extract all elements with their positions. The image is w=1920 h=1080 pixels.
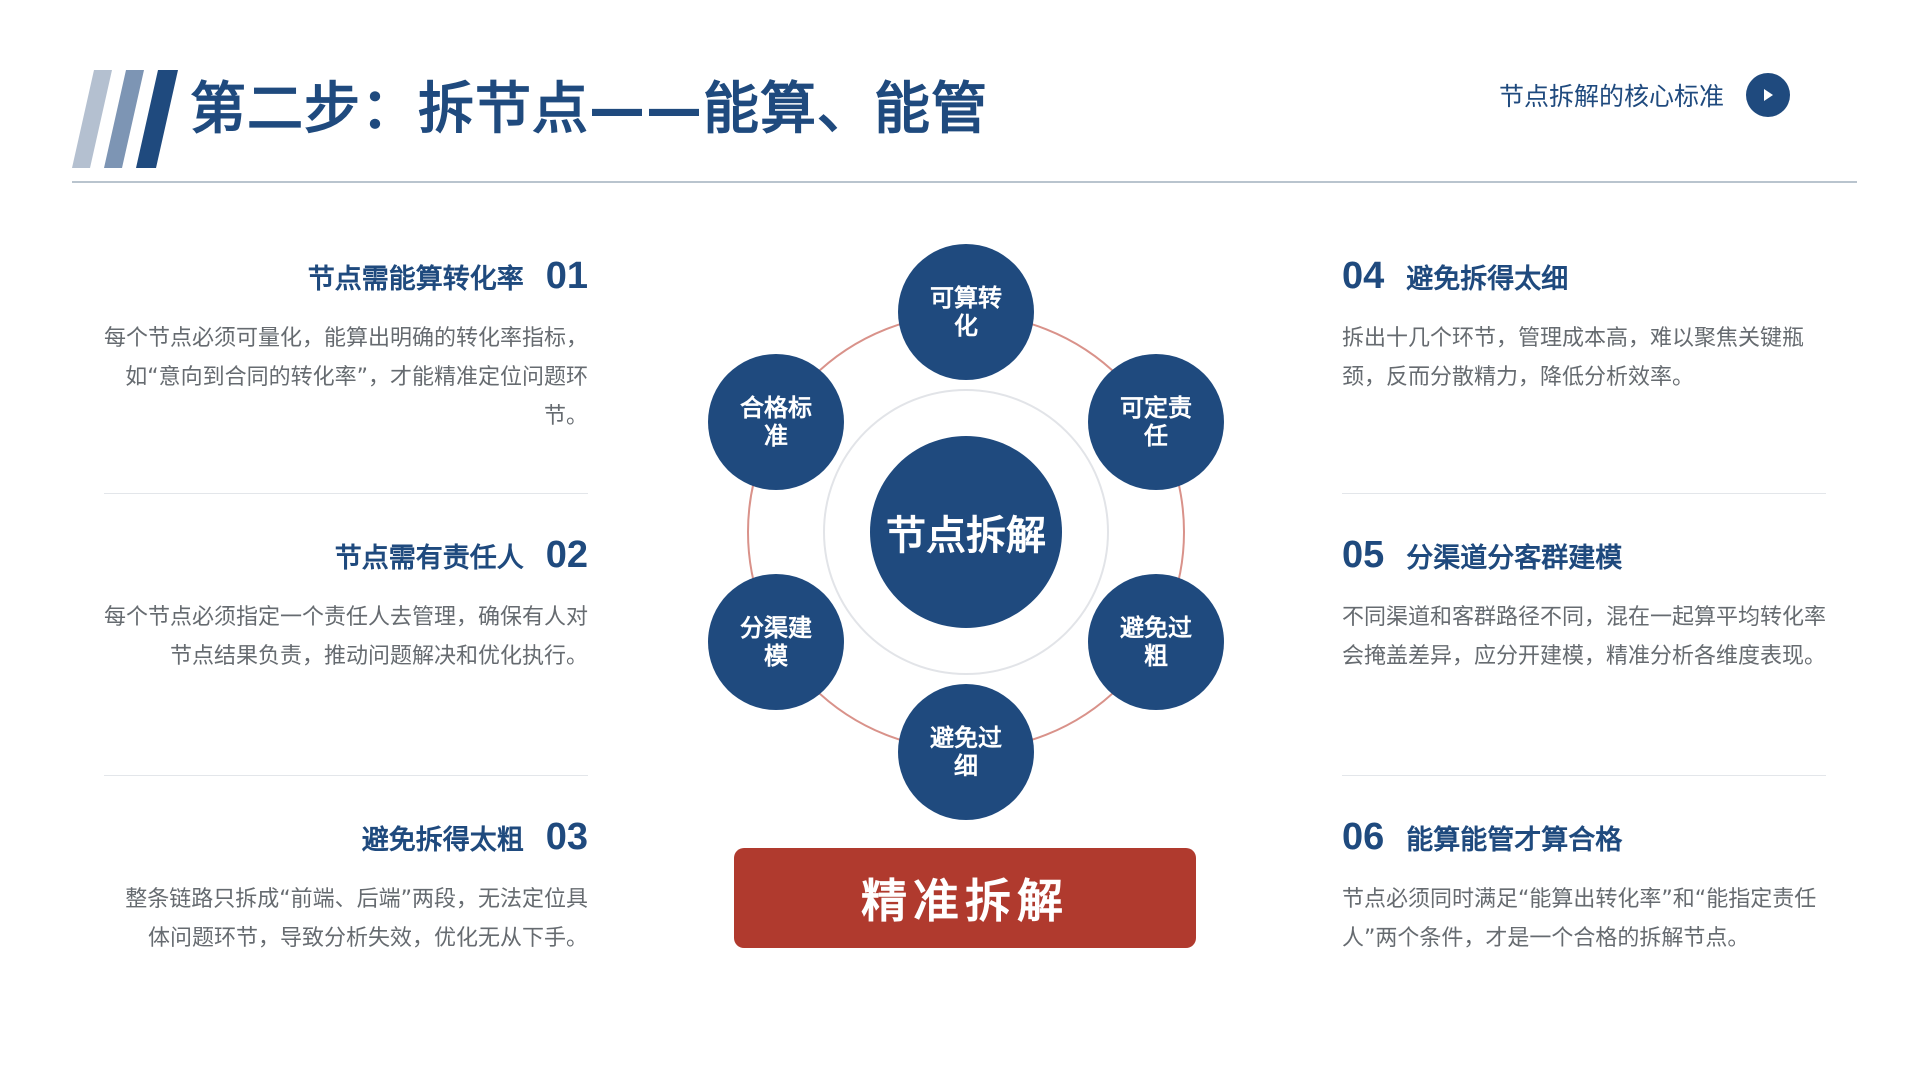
criteria-description: 拆出十几个环节，管理成本高，难以聚焦关键瓶颈，反而分散精力，降低分析效率。 (1342, 326, 1805, 390)
play-button[interactable] (1746, 73, 1790, 117)
criteria-description: 不同渠道和客群路径不同，混在一起算平均转化率会掩盖差异，应分开建模，精准分析各维… (1342, 605, 1827, 669)
left-divider-2 (104, 775, 588, 776)
criteria-description: 节点必须同时满足“能算出转化率”和“能指定责任人”两个条件，才是一个合格的拆解节… (1342, 887, 1817, 951)
criteria-title: 分渠道分客群建模 (1406, 542, 1623, 574)
criteria-description: 整条链路只拆成“前端、后端”两段，无法定位具体问题环节，导致分析失效，优化无从下… (125, 887, 588, 951)
node-qualified: 合格标准 (708, 354, 844, 490)
criteria-item-05: 05 分渠道分客群建模 不同渠道和客群路径不同，混在一起算平均转化率会掩盖差异，… (1342, 532, 1826, 676)
node-avoid-coarse: 避免过粗 (1088, 574, 1224, 710)
header-divider (72, 181, 1857, 183)
criteria-title: 节点需有责任人 (334, 542, 524, 574)
criteria-title: 避免拆得太细 (1406, 263, 1569, 295)
node-accountable: 可定责任 (1088, 354, 1224, 490)
node-channel-model: 分渠建模 (708, 574, 844, 710)
play-icon (1764, 89, 1773, 101)
right-divider-1 (1342, 493, 1826, 494)
criteria-title: 能算能管才算合格 (1406, 824, 1623, 856)
node-diagram: 节点拆解 可算转化 可定责任 避免过粗 避免过细 分渠建模 合格标准 (700, 236, 1230, 826)
page-title: 第二步：拆节点——能算、能管 (190, 77, 988, 142)
criteria-description: 每个节点必须指定一个责任人去管理，确保有人对节点结果负责，推动问题解决和优化执行… (104, 605, 589, 669)
inner-ring (823, 389, 1109, 675)
criteria-number: 02 (545, 533, 588, 576)
criteria-number: 03 (545, 815, 588, 858)
criteria-number: 01 (545, 254, 588, 297)
header-stripes-decoration (72, 70, 178, 168)
criteria-item-03: 避免拆得太粗 03 整条链路只拆成“前端、后端”两段，无法定位具体问题环节，导致… (104, 814, 588, 958)
right-divider-2 (1342, 775, 1826, 776)
criteria-description: 每个节点必须可量化，能算出明确的转化率指标，如“意向到合同的转化率”，才能精准定… (104, 326, 589, 429)
criteria-title: 节点需能算转化率 (307, 263, 524, 295)
core-standard-link[interactable]: 节点拆解的核心标准 (1499, 72, 1790, 118)
precise-breakdown-button[interactable]: 精准拆解 (734, 848, 1196, 948)
criteria-item-01: 节点需能算转化率 01 每个节点必须可量化，能算出明确的转化率指标，如“意向到合… (104, 253, 588, 436)
criteria-item-06: 06 能算能管才算合格 节点必须同时满足“能算出转化率”和“能指定责任人”两个条… (1342, 814, 1826, 958)
criteria-number: 04 (1342, 254, 1385, 297)
left-divider-1 (104, 493, 588, 494)
node-avoid-fine: 避免过细 (898, 684, 1034, 820)
center-node: 节点拆解 (870, 436, 1062, 628)
criteria-number: 06 (1342, 815, 1385, 858)
criteria-number: 05 (1342, 533, 1385, 576)
core-standard-label: 节点拆解的核心标准 (1498, 82, 1724, 111)
criteria-item-04: 04 避免拆得太细 拆出十几个环节，管理成本高，难以聚焦关键瓶颈，反而分散精力，… (1342, 253, 1826, 397)
node-calculable: 可算转化 (898, 244, 1034, 380)
criteria-item-02: 节点需有责任人 02 每个节点必须指定一个责任人去管理，确保有人对节点结果负责，… (104, 532, 588, 676)
criteria-title: 避免拆得太粗 (361, 824, 524, 856)
